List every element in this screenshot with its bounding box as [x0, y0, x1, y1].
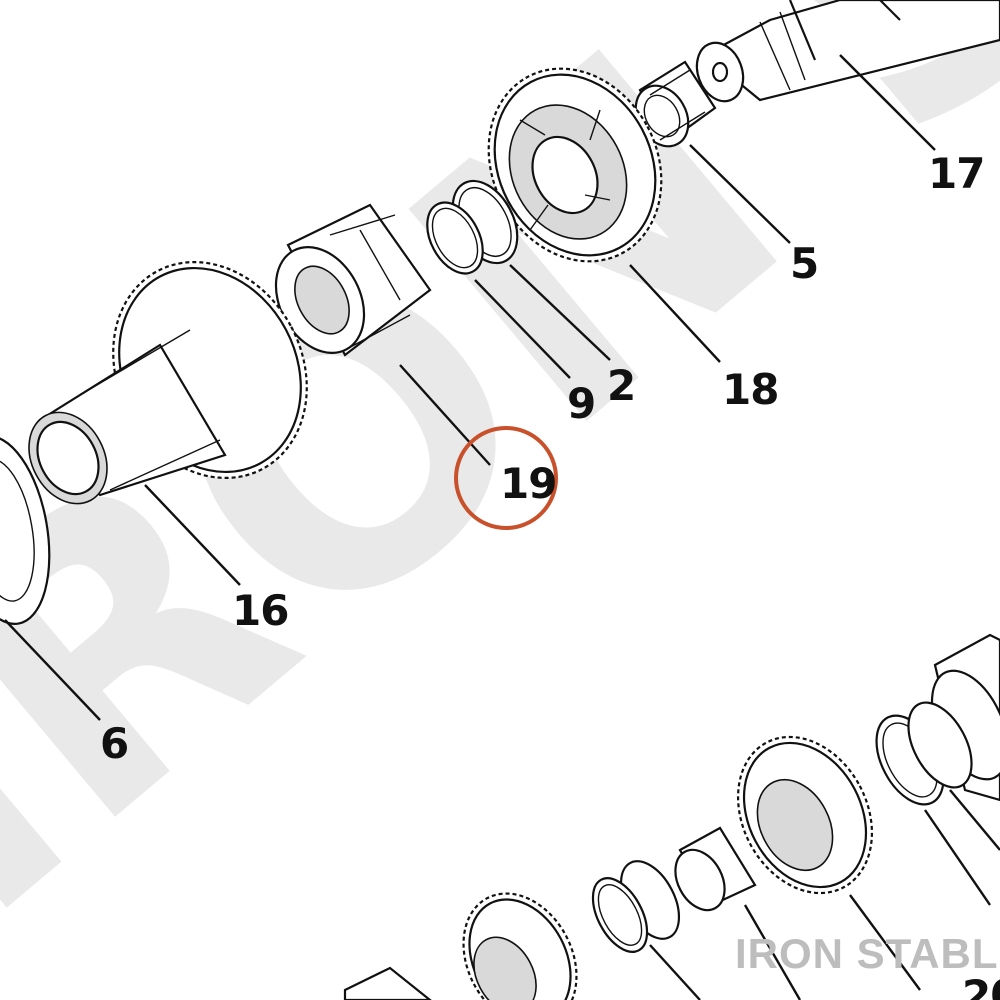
callout-6: 6 [100, 719, 128, 768]
callout-2: 2 [607, 361, 635, 410]
leader-16 [144, 484, 241, 586]
part-9-snap-ring [426, 201, 484, 275]
callout-17: 17 [928, 149, 984, 198]
leader-5 [689, 144, 791, 244]
leader-6 [4, 619, 101, 721]
part-6-hub [0, 435, 51, 625]
brand-logo-text: IRON STABLE [735, 930, 1000, 977]
callout-labels: 17 5 2 18 9 19 16 6 20 [100, 149, 1000, 1000]
part-16-gear-with-sleeve [28, 260, 308, 505]
callout-9: 9 [567, 379, 595, 428]
part-5-needle-bearing [634, 60, 717, 148]
highlight-circle-19 [454, 426, 558, 530]
leader-18 [629, 264, 721, 363]
callout-16: 16 [232, 586, 288, 635]
leader-19 [399, 364, 491, 466]
leader-lines [4, 54, 936, 721]
leader-17 [839, 54, 936, 151]
callout-20: 20 [962, 971, 1000, 1000]
callout-5: 5 [790, 239, 818, 288]
part-17-mainshaft [695, 0, 1000, 103]
callout-19: 19 [500, 459, 556, 508]
part-19-sliding-dog-ring [274, 203, 432, 357]
leader-2 [509, 264, 611, 361]
leader-9 [474, 279, 571, 379]
lower-gear-cluster [343, 633, 1000, 1000]
part-18-gear [487, 67, 663, 263]
callout-18: 18 [722, 365, 778, 414]
